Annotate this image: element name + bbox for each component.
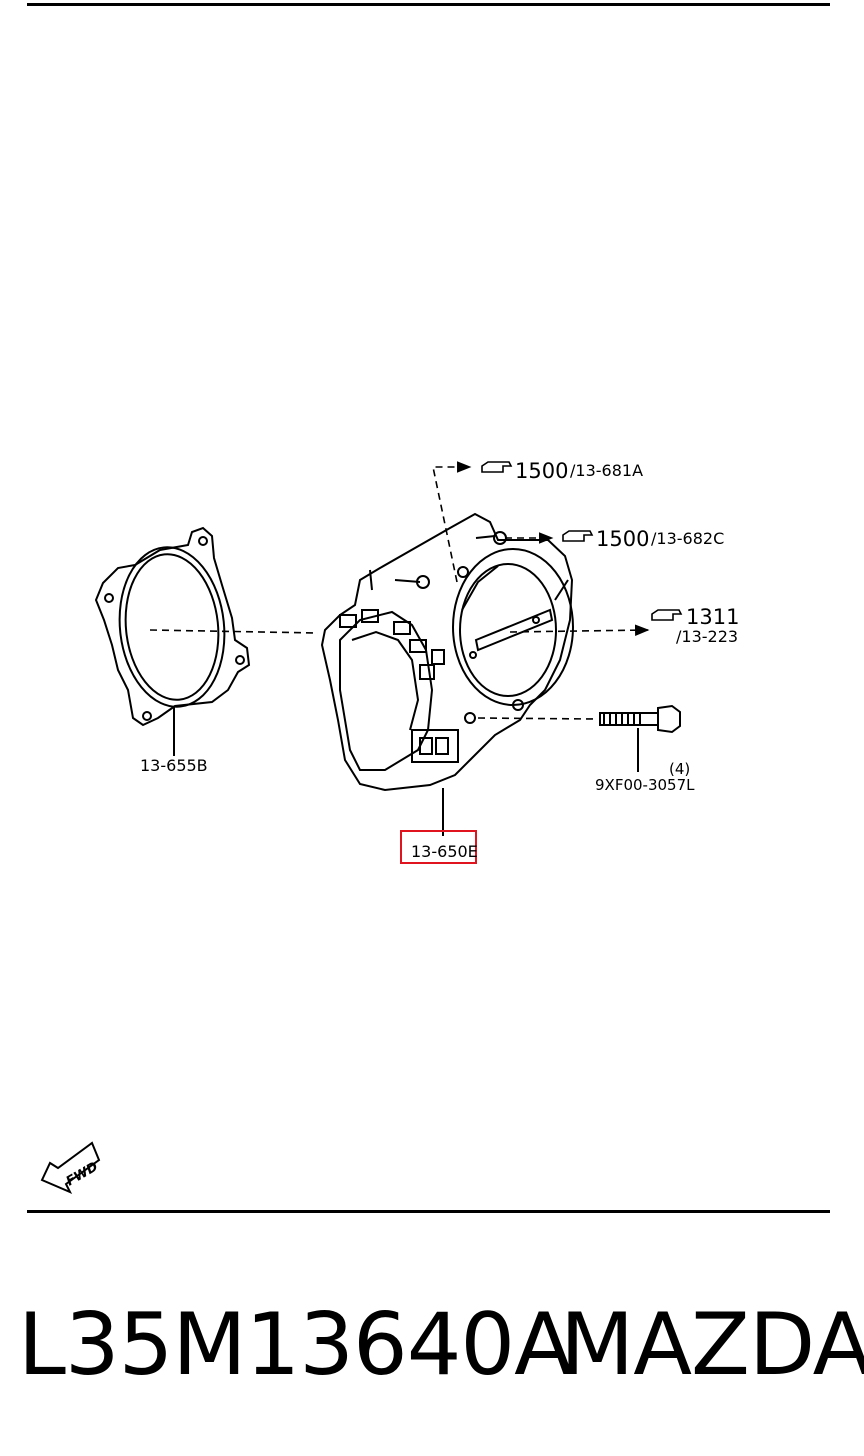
ref-1500-681a-code: /13-681A: [570, 461, 643, 480]
fwd-label: FWD: [64, 1159, 101, 1189]
ref-1500-682c-number: 1500: [596, 527, 649, 551]
throttle-body-drawing: [320, 512, 574, 792]
ref-1500-681a-number: 1500: [515, 459, 568, 483]
gasket-part-label: 13-655B: [140, 756, 208, 775]
top-rule: [27, 3, 830, 6]
bolt-drawing: [599, 704, 681, 734]
bolt-quantity: (4): [669, 760, 690, 778]
pointing-hand-icon: [562, 530, 594, 542]
selected-part-highlight[interactable]: [400, 830, 477, 864]
ref-1311-number: 1311: [686, 605, 739, 629]
pointing-hand-icon: [481, 461, 513, 473]
bottom-rule: [27, 1210, 830, 1213]
gasket-drawing: [94, 526, 251, 727]
ref-1311-code: /13-223: [676, 627, 738, 646]
ref-1500-682c-code: /13-682C: [651, 529, 724, 548]
fwd-arrow-icon: FWD: [40, 1141, 101, 1194]
leader-lines: [173, 706, 639, 836]
throttle-body-part-label[interactable]: 13-650E: [411, 842, 478, 861]
footer: L35M13640A MAZDA: [0, 1290, 864, 1400]
pointing-hand-icon: [651, 609, 683, 621]
part-number: L35M13640A: [18, 1295, 573, 1395]
brand-name: MAZDA: [560, 1295, 864, 1395]
reference-arrows: [149, 461, 650, 720]
bolt-part-label: 9XF00-3057L: [595, 776, 695, 794]
